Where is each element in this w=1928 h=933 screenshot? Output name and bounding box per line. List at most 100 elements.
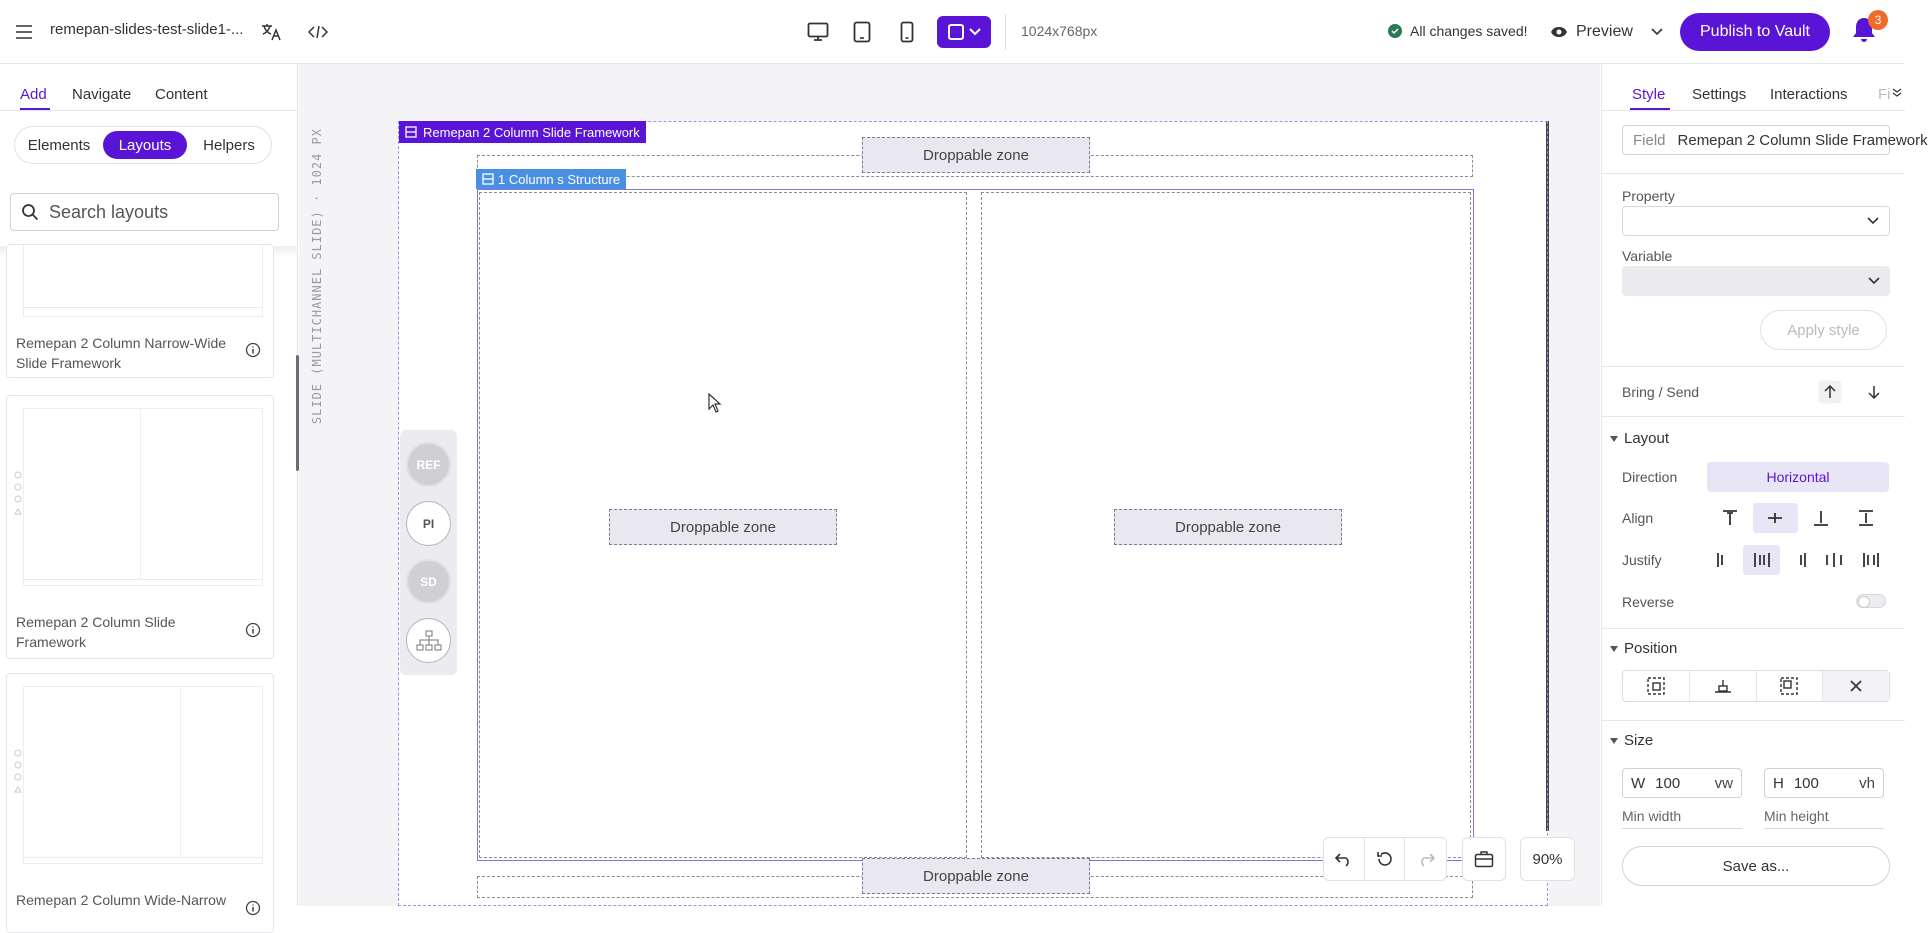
segment-elements[interactable]: Elements — [27, 136, 91, 154]
bring-forward-icon[interactable] — [1818, 380, 1842, 404]
preview-button[interactable]: Preview — [1550, 18, 1663, 46]
double-chevron-down-icon[interactable] — [1892, 88, 1902, 98]
top-bar: remepan-slides-test-slide1-... 1024x768p… — [0, 0, 1904, 64]
ref-button[interactable]: REF — [406, 442, 451, 487]
slide-canvas[interactable] — [398, 121, 1549, 906]
sd-button[interactable]: SD — [406, 559, 451, 604]
layout-card[interactable]: Remepan 2 Column Slide Framework — [6, 395, 274, 659]
mobile-device-button[interactable] — [891, 16, 923, 48]
field-selector[interactable]: Field Remepan 2 Column Slide Framework — [1622, 125, 1928, 155]
position-options — [1622, 670, 1890, 702]
pi-button[interactable]: PI — [406, 501, 451, 546]
position-none-button[interactable] — [1823, 671, 1889, 701]
layout-card[interactable]: Remepan 2 Column Wide-Narrow — [6, 673, 274, 933]
info-icon[interactable] — [245, 342, 261, 358]
width-value[interactable]: 100 — [1655, 774, 1681, 792]
justify-end-button[interactable] — [1780, 545, 1816, 575]
droppable-zone-top[interactable]: Droppable zone — [862, 137, 1090, 173]
send-backward-icon[interactable] — [1862, 380, 1886, 404]
position-section-title: Position — [1624, 640, 1678, 657]
column-left[interactable] — [479, 192, 967, 858]
tab-settings[interactable]: Settings — [1692, 86, 1747, 103]
sitemap-button[interactable] — [406, 618, 451, 663]
layout-card[interactable]: Remepan 2 Column Narrow-Wide Slide Frame… — [6, 244, 274, 378]
history-button[interactable] — [1365, 838, 1406, 880]
briefcase-button[interactable] — [1462, 837, 1506, 881]
min-width-field[interactable]: Min width — [1622, 808, 1742, 829]
variable-select[interactable] — [1622, 266, 1890, 296]
redo-button[interactable] — [1405, 838, 1446, 880]
check-circle-icon — [1388, 24, 1402, 38]
tablet-device-button[interactable] — [846, 16, 878, 48]
align-center-icon — [1768, 513, 1783, 523]
tab-add[interactable]: Add — [20, 86, 47, 103]
undo-icon — [1334, 853, 1349, 867]
property-label: Property — [1622, 188, 1675, 204]
field-value: Remepan 2 Column Slide Framework — [1677, 131, 1928, 149]
direction-horizontal-button[interactable]: Horizontal — [1707, 462, 1889, 492]
justify-start-button[interactable] — [1707, 545, 1743, 575]
reverse-toggle[interactable] — [1856, 594, 1886, 608]
justify-options — [1707, 545, 1889, 575]
justify-end-icon — [1800, 553, 1806, 567]
framework-tag-label: Remepan 2 Column Slide Framework — [423, 124, 640, 140]
align-bottom-button[interactable] — [1798, 503, 1844, 533]
position-section-header[interactable]: Position — [1610, 640, 1677, 657]
layout-type-switch: Elements Layouts Helpers — [14, 126, 272, 164]
left-panel-scrollbar[interactable] — [296, 355, 299, 471]
toolbar-divider — [1005, 14, 1006, 50]
hamburger-menu-icon[interactable] — [10, 18, 38, 46]
justify-around-button[interactable] — [1853, 545, 1889, 575]
layout-section-header[interactable]: Layout — [1610, 430, 1669, 447]
position-absolute-button[interactable] — [1623, 671, 1690, 701]
info-icon[interactable] — [245, 622, 261, 638]
publish-to-vault-button[interactable]: Publish to Vault — [1680, 13, 1830, 51]
segment-helpers[interactable]: Helpers — [203, 136, 255, 154]
save-status-text: All changes saved! — [1410, 23, 1528, 39]
reverse-label: Reverse — [1622, 594, 1675, 610]
save-as-button[interactable]: Save as... — [1622, 846, 1890, 886]
min-height-field[interactable]: Min height — [1764, 808, 1884, 829]
translate-icon[interactable] — [257, 18, 285, 46]
align-center-button[interactable] — [1752, 503, 1798, 533]
segment-layouts[interactable]: Layouts — [103, 131, 187, 159]
width-field[interactable]: W 100 vw — [1622, 768, 1742, 798]
apply-style-button[interactable]: Apply style — [1760, 310, 1887, 350]
undo-button[interactable] — [1324, 838, 1365, 880]
search-layouts-input[interactable] — [49, 201, 249, 223]
align-top-button[interactable] — [1707, 503, 1753, 533]
position-sticky-button[interactable] — [1690, 671, 1757, 701]
notifications-button[interactable]: 3 — [1848, 10, 1888, 50]
tab-interactions[interactable]: Interactions — [1770, 86, 1848, 103]
height-field[interactable]: H 100 vh — [1764, 768, 1884, 798]
mobile-icon — [900, 21, 914, 43]
framework-outline[interactable] — [398, 121, 1548, 906]
justify-between-button[interactable] — [1816, 545, 1852, 575]
align-stretch-button[interactable] — [1844, 503, 1890, 533]
custom-device-dropdown[interactable] — [937, 16, 991, 48]
info-icon[interactable] — [245, 900, 261, 916]
tab-more[interactable]: Fi — [1878, 86, 1891, 103]
height-unit[interactable]: vh — [1859, 774, 1875, 792]
framework-tag[interactable]: Remepan 2 Column Slide Framework — [399, 121, 646, 143]
structure-tag[interactable]: 1 Column s Structure — [476, 169, 627, 189]
document-title[interactable]: remepan-slides-test-slide1-... — [50, 21, 244, 38]
code-icon[interactable] — [304, 18, 332, 46]
position-fixed-button[interactable] — [1757, 671, 1824, 701]
tab-style[interactable]: Style — [1632, 86, 1666, 103]
width-unit[interactable]: vw — [1714, 774, 1733, 792]
droppable-zone-right[interactable]: Droppable zone — [1114, 509, 1342, 545]
size-section-header[interactable]: Size — [1610, 732, 1653, 749]
zoom-level-button[interactable]: 90% — [1520, 837, 1575, 881]
column-right[interactable] — [981, 192, 1471, 858]
droppable-zone-bottom[interactable]: Droppable zone — [862, 858, 1090, 894]
justify-center-button[interactable] — [1743, 545, 1780, 575]
history-controls — [1323, 837, 1447, 881]
tab-content[interactable]: Content — [155, 86, 208, 103]
height-value[interactable]: 100 — [1793, 774, 1819, 792]
desktop-device-button[interactable] — [802, 16, 834, 48]
align-options — [1707, 503, 1889, 533]
property-select[interactable] — [1622, 206, 1890, 236]
tab-navigate[interactable]: Navigate — [72, 86, 132, 103]
droppable-zone-left[interactable]: Droppable zone — [609, 509, 837, 545]
